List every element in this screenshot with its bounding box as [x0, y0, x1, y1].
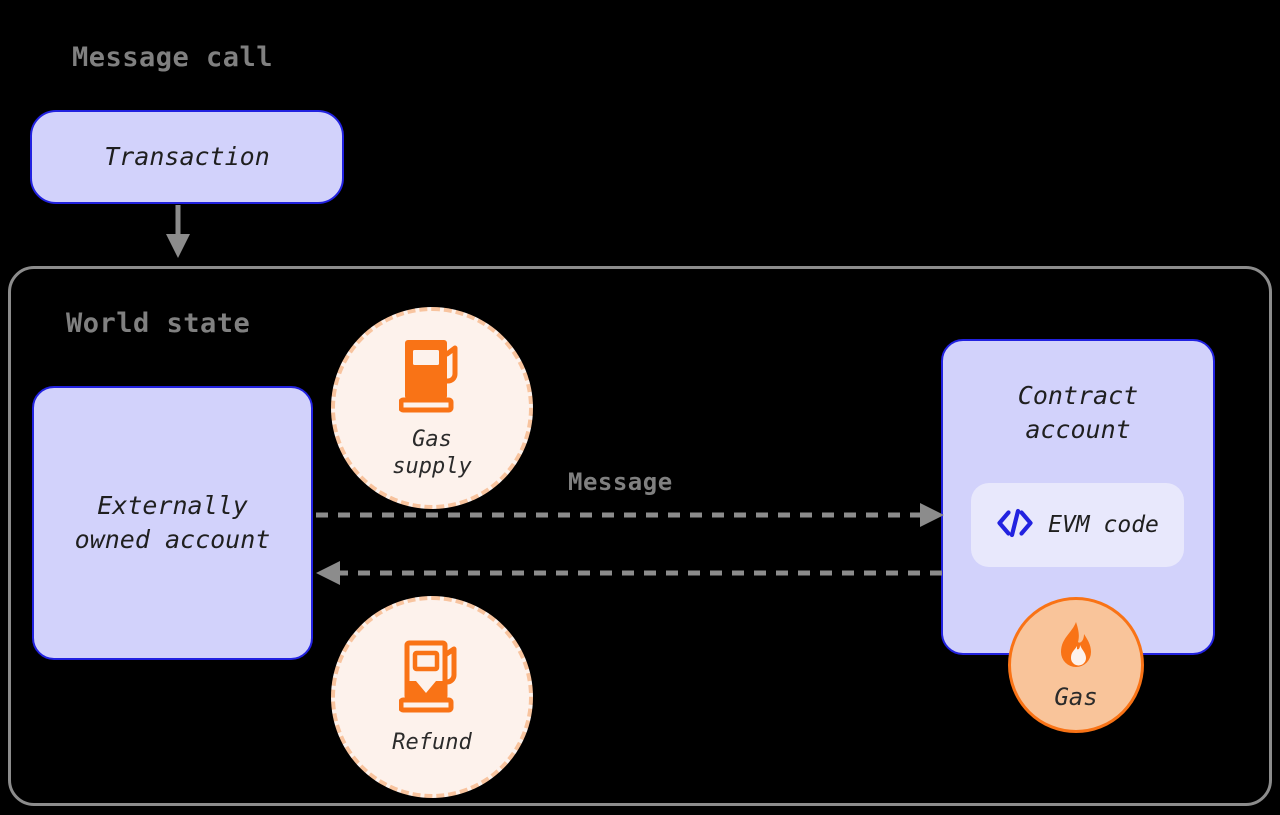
badge-gas-supply-label-line2: supply — [392, 454, 472, 479]
node-contract-label-line2: account — [1025, 414, 1131, 444]
badge-refund[interactable]: Refund — [331, 596, 533, 798]
badge-gas[interactable]: Gas — [1008, 597, 1144, 733]
code-brackets-icon — [996, 508, 1034, 542]
evm-code-label: EVM code — [1048, 512, 1159, 538]
fuel-pump-empty-icon — [398, 637, 465, 719]
page-title: Message call — [72, 42, 274, 73]
node-externally-owned-account[interactable]: Externally owned account — [32, 386, 313, 660]
flame-icon — [1047, 619, 1105, 681]
badge-gas-label: Gas — [1054, 683, 1098, 711]
arrow-transaction-to-world-state — [166, 205, 190, 258]
node-contract-label-line1: Contract — [1017, 381, 1139, 410]
evm-code-pill[interactable]: EVM code — [971, 483, 1184, 567]
node-transaction[interactable]: Transaction — [30, 110, 344, 204]
badge-gas-supply-label-line1: Gas — [412, 426, 452, 452]
badge-refund-label: Refund — [392, 730, 472, 756]
world-state-label: World state — [66, 308, 251, 339]
message-arrow-label: Message — [568, 468, 673, 496]
node-transaction-label: Transaction — [104, 142, 270, 172]
world-state-container — [8, 266, 1272, 806]
node-eoa-label-line1: Externally — [97, 491, 248, 521]
node-eoa-label-line2: owned account — [74, 525, 271, 554]
fuel-pump-full-icon — [398, 336, 465, 418]
